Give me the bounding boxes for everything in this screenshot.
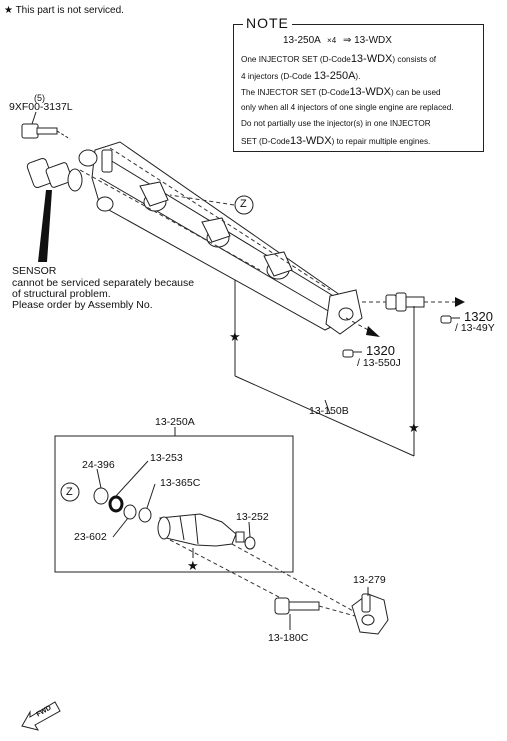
note-code: 13-250A [313, 70, 356, 82]
z-circle-icon [234, 195, 254, 215]
part-label-13-150b[interactable]: 13-150B [309, 405, 349, 417]
o-ring-23-602[interactable] [123, 504, 137, 520]
note-line-4: only when all 4 injectors of one single … [241, 103, 454, 112]
z-circle-icon [60, 482, 80, 502]
note-line-3: The INJECTOR SET (D-Code13-WDX) can be u… [241, 86, 441, 98]
part-label-13-365c[interactable]: 13-365C [160, 477, 201, 489]
injector-assembly-box [54, 435, 294, 573]
note-text: ) to repair multiple engines. [331, 137, 431, 146]
part-label-9xf00-3137l[interactable]: 9XF00-3137L [9, 101, 73, 113]
note-formula: 13-250A ×4 ⇒ 13-WDX [283, 35, 392, 46]
ref-13-49y[interactable]: / 13-49Y [455, 322, 495, 334]
washer-13-252[interactable] [244, 536, 256, 550]
sensor-pointer [38, 190, 52, 262]
part-label-13-250a[interactable]: 13-250A [155, 416, 195, 428]
star-icon: ★ [408, 420, 420, 435]
qty-label: (5) [34, 93, 45, 103]
sensor-note-line-1: cannot be serviced separately because [12, 277, 195, 289]
note-line-1: One INJECTOR SET (D-Code13-WDX) consists… [241, 53, 436, 65]
bolt-13-180c[interactable] [274, 597, 320, 615]
star-icon: ★ [187, 558, 199, 573]
note-code: 13-WDX [350, 53, 393, 65]
part-label-13-279[interactable]: 13-279 [353, 574, 386, 586]
note-text: One INJECTOR SET (D-Code [241, 55, 351, 64]
note-formula-left: 13-250A [283, 35, 321, 46]
pointing-hand-icon [342, 349, 362, 358]
fuel-rail[interactable] [78, 141, 363, 335]
star-icon: ★ [4, 5, 13, 16]
pointing-hand-icon [440, 315, 460, 324]
seal-13-253[interactable] [108, 495, 124, 513]
bolt-9xf00-3137l[interactable] [21, 123, 71, 140]
fuel-fitting [385, 292, 425, 312]
note-text: ) can be used [391, 88, 441, 97]
ref-1320-a[interactable]: 1320 [464, 309, 493, 324]
sensor-note-line-2: of structural problem. [12, 288, 111, 300]
star-icon: ★ [229, 329, 241, 344]
note-text: The INJECTOR SET (D-Code [241, 88, 350, 97]
legend: ★ This part is not serviced. [4, 5, 124, 16]
note-line-6: SET (D-Code13-WDX) to repair multiple en… [241, 135, 430, 147]
note-code: 13-WDX [349, 86, 391, 98]
note-text: SET (D-Code [241, 137, 290, 146]
pressure-sensor [26, 157, 83, 192]
sensor-note-line-3: Please order by Assembly No. [12, 299, 153, 311]
sensor-title: SENSOR [12, 265, 57, 277]
ref-1320-b[interactable]: 1320 [366, 343, 395, 358]
note-line-5: Do not partially use the injector(s) in … [241, 119, 431, 128]
note-formula-arrow: ⇒ [342, 35, 352, 46]
note-title: NOTE [243, 15, 292, 31]
z-mark-label: Z [66, 486, 73, 498]
note-text: ). [355, 72, 361, 81]
note-box [233, 24, 484, 152]
part-label-23-602[interactable]: 23-602 [74, 531, 107, 543]
legend-text: This part is not serviced. [15, 5, 124, 16]
fwd-arrow-icon [21, 701, 61, 731]
part-label-24-396[interactable]: 24-396 [82, 459, 115, 471]
note-formula-times: ×4 [327, 36, 337, 45]
note-line-2: 4 injectors (D-Code 13-250A). [241, 70, 360, 82]
z-mark-label: Z [240, 198, 247, 210]
note-formula-right: 13-WDX [354, 35, 392, 46]
o-ring-24-396[interactable] [93, 487, 109, 505]
bracket-13-279[interactable] [351, 593, 389, 635]
note-text: 4 injectors (D-Code [241, 72, 312, 81]
part-label-13-180c[interactable]: 13-180C [268, 632, 309, 644]
note-text: ) consists of [392, 55, 437, 64]
note-code: 13-WDX [290, 135, 332, 147]
part-label-13-252[interactable]: 13-252 [236, 511, 269, 523]
ref-13-550j[interactable]: / 13-550J [357, 357, 401, 369]
fuel-injector[interactable] [157, 513, 245, 547]
o-ring-13-365c[interactable] [138, 507, 152, 523]
part-label-13-253[interactable]: 13-253 [150, 452, 183, 464]
